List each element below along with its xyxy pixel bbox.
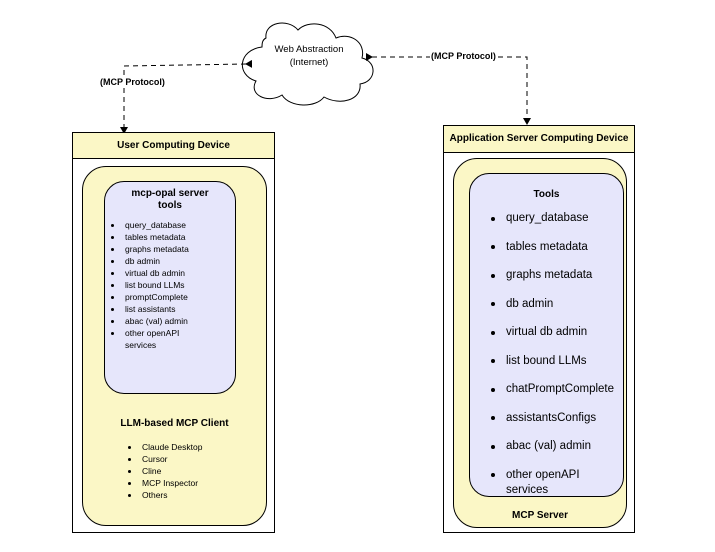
user-device-title: User Computing Device	[73, 133, 274, 159]
user-computing-device: User Computing Device mcp-opal server to…	[72, 132, 275, 533]
list-item: graphs metadata	[108, 243, 233, 255]
tools-panel: Tools query_database tables metadata gra…	[469, 173, 624, 497]
tools-title: Tools	[533, 189, 560, 200]
cloud-label-line2: (Internet)	[289, 57, 329, 68]
list-item: Cursor	[125, 453, 255, 465]
cloud-label-line1: Web Abstraction	[274, 44, 344, 55]
server-tools-title: mcp-opal server tools	[105, 188, 235, 212]
list-item: MCP Inspector	[125, 477, 255, 489]
list-item: tables metadata	[490, 240, 622, 255]
list-item: other openAPI	[490, 468, 622, 483]
server-tools-title-line1: mcp-opal server	[131, 188, 209, 199]
server-tools-list: query_database tables metadata graphs me…	[108, 219, 233, 351]
list-item: promptComplete	[108, 291, 233, 303]
list-item: list assistants	[108, 303, 233, 315]
left-mcp-connector	[120, 59, 253, 134]
list-item: other openAPI	[108, 327, 233, 339]
list-item: abac (val) admin	[108, 315, 233, 327]
list-item: graphs metadata	[490, 268, 622, 283]
list-item: virtual db admin	[490, 325, 622, 340]
list-item: list bound LLMs	[108, 279, 233, 291]
mcp-client-container: mcp-opal server tools query_database tab…	[82, 166, 267, 526]
list-item: virtual db admin	[108, 267, 233, 279]
mcp-client-title: LLM-based MCP Client	[120, 418, 229, 429]
right-mcp-connector	[366, 53, 531, 125]
application-server-device: Application Server Computing Device Tool…	[443, 125, 635, 533]
list-item: Claude Desktop	[125, 441, 255, 453]
list-item: db admin	[490, 297, 622, 312]
left-edge-label: (MCP Protocol)	[99, 77, 166, 87]
list-item: Others	[125, 489, 255, 501]
list-item: query_database	[490, 211, 622, 226]
list-item: tables metadata	[108, 231, 233, 243]
server-tools-title-line2: tools	[158, 200, 182, 211]
mcp-server-container: Tools query_database tables metadata gra…	[453, 158, 627, 528]
list-item: query_database	[108, 219, 233, 231]
list-item: Cline	[125, 465, 255, 477]
list-item: chatPromptComplete	[490, 382, 622, 397]
list-item-continuation: services	[125, 340, 157, 350]
list-item: list bound LLMs	[490, 354, 622, 369]
list-item-continuation: services	[506, 483, 549, 496]
cloud-label: Web Abstraction (Internet)	[254, 43, 364, 69]
app-device-title: Application Server Computing Device	[444, 126, 634, 153]
list-item: db admin	[108, 255, 233, 267]
mcp-client-list: Claude Desktop Cursor Cline MCP Inspecto…	[125, 441, 255, 501]
list-item: abac (val) admin	[490, 439, 622, 454]
tools-list: query_database tables metadata graphs me…	[490, 211, 622, 498]
mcp-server-label: MCP Server	[512, 510, 568, 521]
list-item: assistantsConfigs	[490, 411, 622, 426]
right-edge-label: (MCP Protocol)	[430, 51, 497, 61]
mcp-opal-server-tools-panel: mcp-opal server tools query_database tab…	[104, 181, 236, 394]
